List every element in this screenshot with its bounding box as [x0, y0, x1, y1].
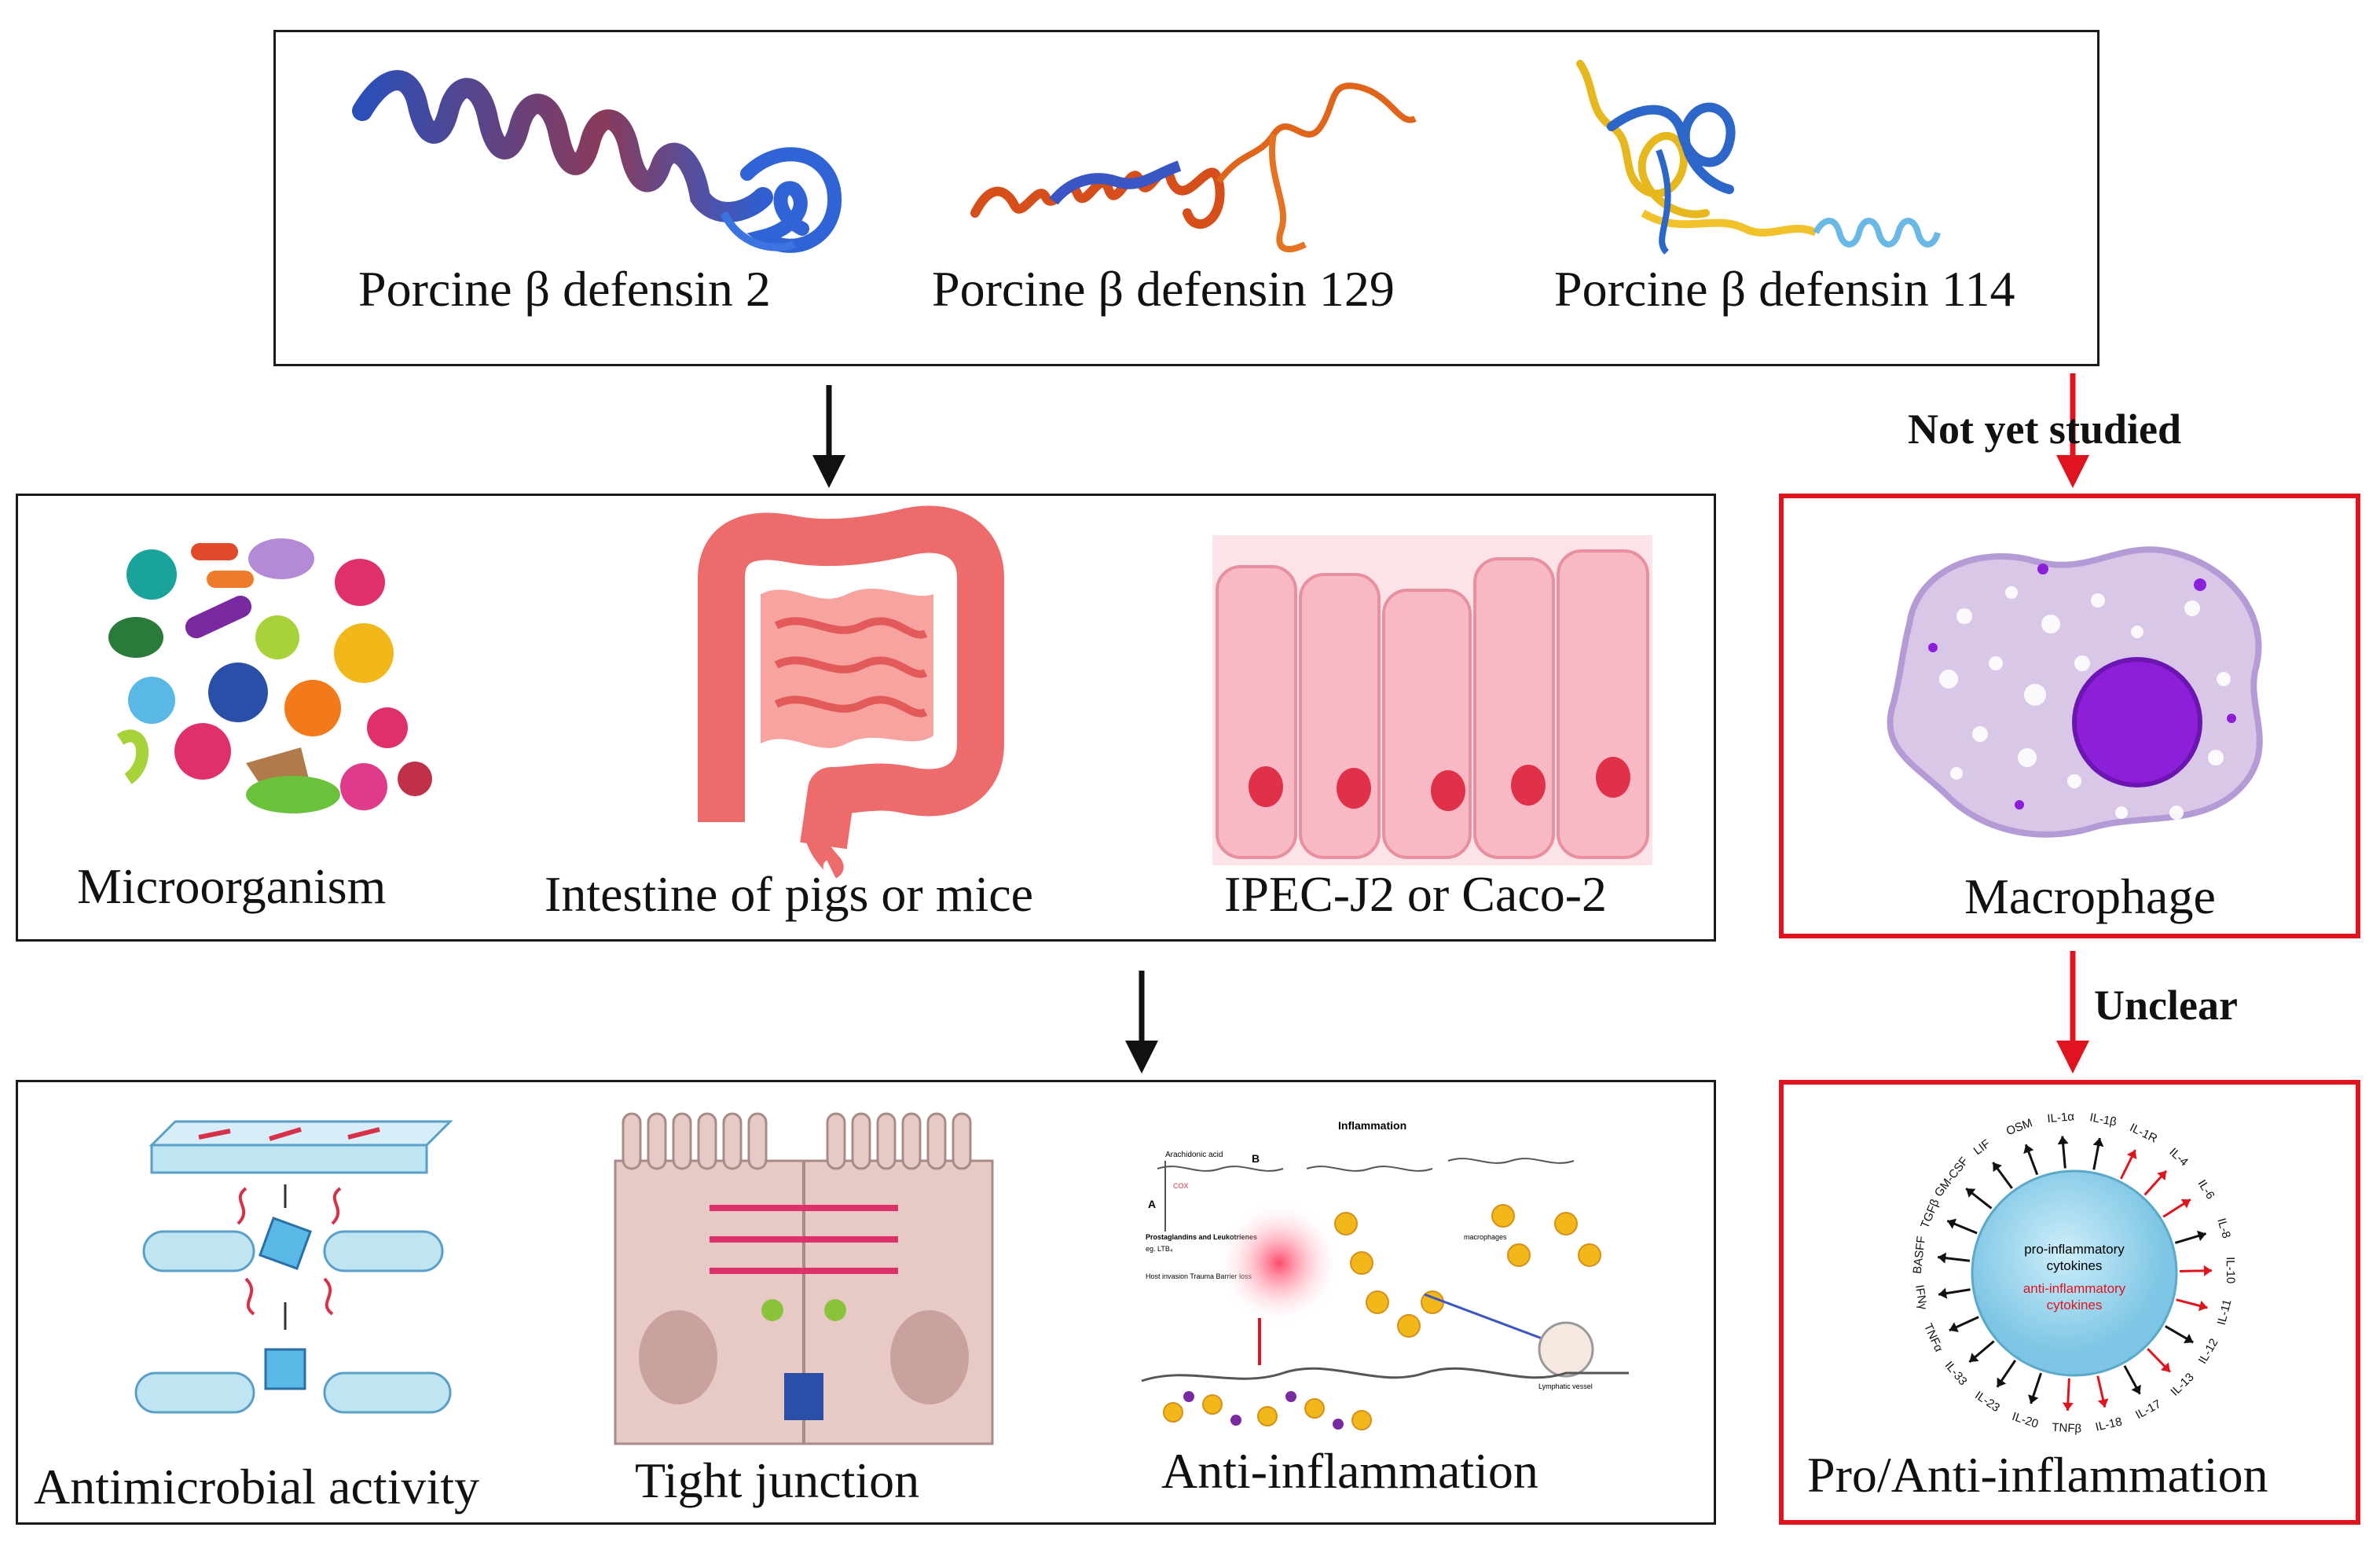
inflammation-arachidonic: Arachidonic acid — [1165, 1151, 1223, 1159]
cytokine-arrowhead — [2203, 1265, 2212, 1276]
cytokine-arrowhead — [2092, 1138, 2104, 1147]
protein-label-pbd2: Porcine β defensin 2 — [358, 261, 771, 317]
model-label-microorganism: Microorganism — [77, 858, 387, 914]
model-label-intestine: Intestine of pigs or mice — [545, 866, 1034, 922]
cytokine-arrowhead — [2023, 1144, 2034, 1155]
cytokine-arrowhead — [2196, 1230, 2206, 1242]
protein-structures-box: Porcine β defensin 2 Porcine β defensin … — [273, 30, 2099, 366]
cytokine-arrowhead — [2131, 1384, 2141, 1394]
cytokine-center-anti: anti-inflammatory — [2023, 1281, 2126, 1296]
macrophage-label: Macrophage — [1964, 868, 2216, 924]
tight-junction-illustration — [614, 1112, 994, 1445]
cytokine-arrowhead — [1969, 1353, 1979, 1362]
cytokine-arrowhead — [1997, 1377, 2007, 1387]
protein-label-pbd129: Porcine β defensin 129 — [932, 261, 1395, 317]
models-box: Microorganism Intestine of pigs or mice … — [16, 494, 1716, 942]
cytokine-arrowhead — [1938, 1287, 1948, 1299]
cytokine-arrowhead — [2198, 1300, 2208, 1312]
inflammation-title: Inflammation — [1338, 1119, 1406, 1132]
cytokine-arrowhead — [1947, 1218, 1957, 1229]
effect-label-anti-inflammation: Anti-inflammation — [1161, 1443, 1538, 1499]
inflammation-pathway-illustration: Inflammation Arachidonic acid B COX A Pr… — [1141, 1119, 1629, 1430]
arrow-label-unclear: Unclear — [2094, 982, 2238, 1029]
cytokine-label-0: IL-1α — [2047, 1110, 2075, 1125]
cytokine-arrowhead — [2097, 1398, 2109, 1408]
model-label-cell-lines: IPEC-J2 or Caco-2 — [1224, 866, 1608, 922]
cytokine-label: Pro/Anti-inflammation — [1807, 1447, 2268, 1503]
cytokine-arrowhead — [1966, 1188, 1976, 1198]
cytokine-label-1: IL-1β — [2088, 1111, 2118, 1129]
inflammation-macrophages: macrophages — [1464, 1233, 1507, 1241]
protein-label-pbd114: Porcine β defensin 114 — [1554, 261, 2015, 317]
cytokine-label-17: IFNγ — [1912, 1284, 1930, 1311]
arrow-label-not-yet-studied: Not yet studied — [1908, 406, 2181, 453]
cytokine-arrowhead — [2157, 1170, 2166, 1180]
cytokine-center-pro-2: cytokines — [2047, 1258, 2103, 1273]
cytokine-arrowhead — [2062, 1402, 2074, 1411]
pbd129-structure-image — [970, 83, 1417, 252]
effect-label-antimicrobial: Antimicrobial activity — [34, 1459, 479, 1514]
cytokine-label-12: TNFβ — [2052, 1421, 2082, 1436]
inflammation-pg: Prostaglandins and Leukotrienes — [1146, 1233, 1257, 1241]
inflammation-ltb: eg. LTB₄ — [1146, 1245, 1173, 1253]
cytokine-arrowhead — [2057, 1136, 2069, 1145]
cytokine-arrowhead — [2126, 1150, 2137, 1160]
cytokine-center-anti-2: cytokines — [2047, 1298, 2103, 1313]
epithelial-cells-illustration — [1212, 535, 1652, 865]
macrophage-illustration — [1887, 546, 2263, 838]
inflammation-label-a: A — [1148, 1198, 1156, 1210]
cytokine-arrowhead — [2160, 1362, 2170, 1372]
cytokine-label-18: BASFF — [1911, 1235, 1929, 1275]
effects-box: Antimicrobial activity Tight junction In… — [16, 1080, 1716, 1525]
membrane-disruption-illustration — [134, 1120, 453, 1414]
cytokine-arrowhead — [2028, 1394, 2039, 1404]
cytokine-label-6: IL-10 — [2224, 1257, 2238, 1284]
intestine-illustration — [698, 505, 1004, 879]
cytokine-center-pro: pro-inflammatory — [2024, 1242, 2125, 1257]
cytokine-arrowhead — [1993, 1162, 2002, 1173]
cytokine-arrowhead — [1949, 1322, 1959, 1332]
cytokine-arrowhead — [1938, 1252, 1946, 1264]
inflammation-host: Host invasion Trauma Barrier loss — [1146, 1272, 1252, 1280]
cytokine-arrowhead — [2184, 1333, 2194, 1344]
inflammation-label-b: B — [1252, 1152, 1260, 1165]
pbd2-structure-image — [352, 70, 842, 253]
effect-label-tight-junction: Tight junction — [635, 1452, 920, 1508]
cytokine-arrowhead — [2180, 1199, 2191, 1209]
inflammation-cox: COX — [1173, 1182, 1189, 1190]
pbd114-structure-image — [1576, 60, 1941, 255]
inflammation-lymph: Lymphatic vessel — [1538, 1382, 1593, 1390]
macrophage-box: Macrophage — [1779, 494, 2360, 938]
microorganism-illustration — [108, 538, 432, 813]
cytokine-label-5: IL-8 — [2214, 1217, 2233, 1240]
